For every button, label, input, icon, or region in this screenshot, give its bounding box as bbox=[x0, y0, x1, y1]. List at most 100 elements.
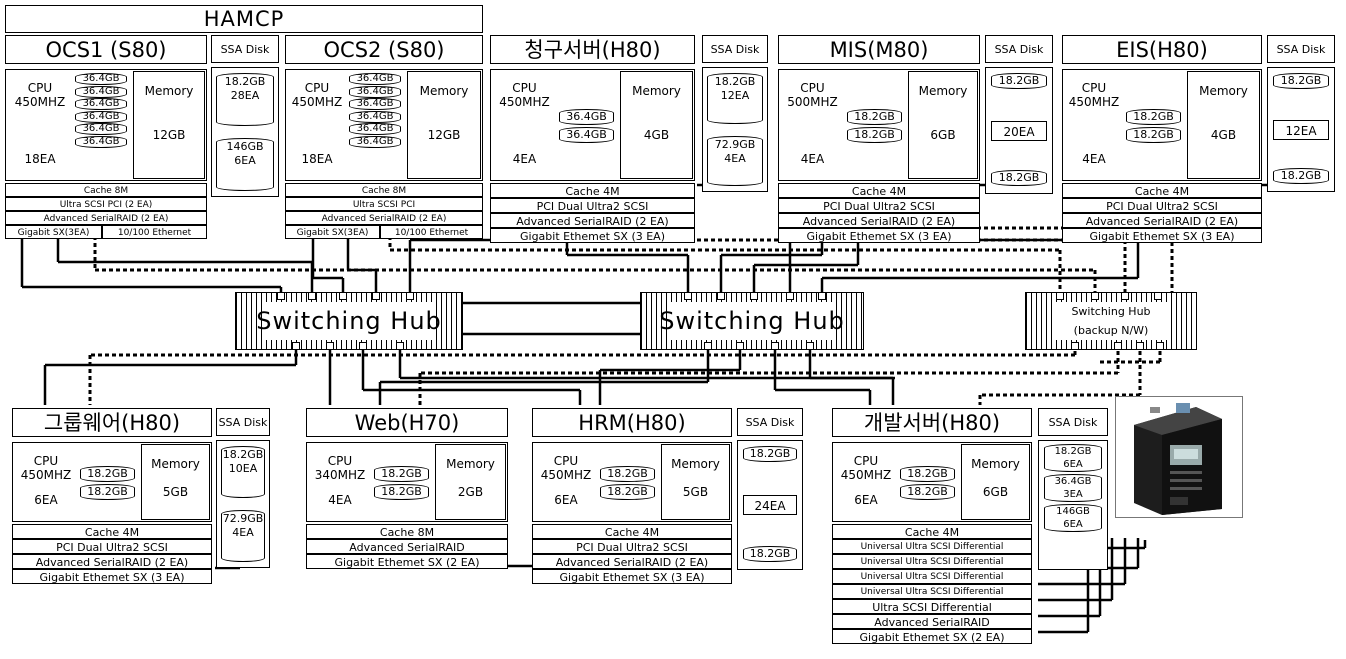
cpu-speed: 450MHZ bbox=[834, 468, 898, 482]
spec-row: Universal Ultra SCSI Differential bbox=[832, 569, 1032, 584]
spec-row: Advanced SerialRAID (2 EA) bbox=[1062, 213, 1262, 228]
cpu-count: 6EA bbox=[14, 492, 78, 508]
internal-disk-label: 18.2GB bbox=[1126, 109, 1181, 125]
server-title: EIS(H80) bbox=[1062, 35, 1262, 64]
ssa-disk-label: SSA Disk bbox=[985, 35, 1053, 63]
spec-row: Cache 4M bbox=[1062, 183, 1262, 198]
spec-row: Advanced SerialRAID (2 EA) bbox=[12, 554, 212, 569]
internal-disk-label: 36.4GB bbox=[75, 136, 127, 148]
internal-disk-label: 36.4GB bbox=[75, 98, 127, 110]
hub-port bbox=[308, 292, 316, 300]
ssa-disk-capacity: 36.4GB bbox=[1044, 475, 1102, 488]
cpu-label: CPU bbox=[14, 454, 78, 468]
hub-port bbox=[786, 292, 794, 300]
spec-row: PCI Dual Ultra2 SCSI bbox=[532, 539, 732, 554]
ssa-disk-capacity: 72.9GB bbox=[221, 512, 265, 526]
hub-label: Switching Hub bbox=[1055, 302, 1167, 321]
ssa-disk-count: 12EA bbox=[707, 89, 763, 103]
ssa-disk-label: SSA Disk bbox=[216, 408, 270, 436]
cpu-label: CPU bbox=[492, 81, 557, 95]
spec-row: 10/100 Ethernet bbox=[380, 225, 483, 239]
ssa-disk-capacity: 18.2GB bbox=[1044, 445, 1102, 458]
hub-port bbox=[717, 292, 725, 300]
spec-row: Cache 8M bbox=[5, 183, 207, 197]
cpu-label: CPU bbox=[780, 81, 845, 95]
ssa-disk-label: SSA Disk bbox=[1038, 408, 1108, 436]
hub-label: (backup N/W) bbox=[1055, 321, 1167, 340]
server-machine-photo bbox=[1115, 396, 1243, 518]
spec-row: Cache 4M bbox=[778, 183, 980, 198]
internal-disk-label: 18.2GB bbox=[847, 109, 902, 125]
memory-label: Memory bbox=[661, 456, 730, 472]
cpu-count: 4EA bbox=[308, 492, 372, 508]
hub-port bbox=[736, 342, 744, 350]
memory-size: 4GB bbox=[620, 127, 693, 143]
hub-port bbox=[1136, 342, 1144, 350]
memory-size: 12GB bbox=[407, 127, 481, 143]
ssa-disk-label: SSA Disk bbox=[211, 35, 279, 63]
spec-row: Gigabit Ethemet SX (3 EA) bbox=[1062, 228, 1262, 243]
cpu-label: CPU bbox=[534, 454, 598, 468]
internal-disk-label: 18.2GB bbox=[900, 484, 955, 500]
ssa-disk-capacity: 18.2GB bbox=[991, 73, 1047, 89]
hub-port bbox=[326, 342, 334, 350]
cpu-label: CPU bbox=[7, 81, 73, 95]
spec-row: Advanced SerialRAID bbox=[306, 539, 508, 554]
internal-disk-label: 36.4GB bbox=[559, 109, 614, 125]
hub-port bbox=[1121, 292, 1129, 300]
cpu-label: CPU bbox=[287, 81, 347, 95]
ssa-disk-capacity: 18.2GB bbox=[221, 448, 265, 462]
memory-label: Memory bbox=[435, 456, 506, 472]
cpu-count: 18EA bbox=[7, 151, 73, 167]
memory-label: Memory bbox=[620, 83, 693, 99]
cpu-count: 4EA bbox=[492, 151, 557, 167]
cpu-speed: 450MHZ bbox=[534, 468, 598, 482]
spec-row: Cache 8M bbox=[306, 524, 508, 539]
ssa-disk-count: 4EA bbox=[221, 526, 265, 540]
spec-row: Cache 4M bbox=[532, 524, 732, 539]
ssa-disk-capacity: 146GB bbox=[216, 140, 274, 154]
spec-row: Advanced SerialRAID (2 EA) bbox=[532, 554, 732, 569]
server-title: HRM(H80) bbox=[532, 408, 732, 437]
spec-row: Ultra SCSI Differential bbox=[832, 599, 1032, 614]
internal-disk-label: 18.2GB bbox=[1126, 127, 1181, 143]
spec-row: 10/100 Ethernet bbox=[102, 225, 207, 239]
spec-row: Gigabit Ethemet SX (3 EA) bbox=[12, 569, 212, 584]
hub-port bbox=[1071, 342, 1079, 350]
memory-size: 6GB bbox=[961, 484, 1030, 500]
internal-disk-label: 18.2GB bbox=[374, 484, 429, 500]
internal-disk-label: 18.2GB bbox=[900, 466, 955, 482]
spec-row: Gigabit Ethemet SX (3 EA) bbox=[778, 228, 980, 243]
spec-row: Advanced SerialRAID (2 EA) bbox=[778, 213, 980, 228]
memory-label: Memory bbox=[908, 83, 978, 99]
spec-row: Universal Ultra SCSI Differential bbox=[832, 554, 1032, 569]
ssa-disk-capacity: 18.2GB bbox=[1273, 168, 1329, 184]
spec-row: Gigabit SX(3EA) bbox=[285, 225, 380, 239]
hub-port bbox=[771, 342, 779, 350]
spec-row: Cache 4M bbox=[832, 524, 1032, 539]
spec-row: Gigabit Ethemet SX (3 EA) bbox=[490, 228, 695, 243]
cpu-speed: 450MHZ bbox=[287, 95, 347, 109]
hub-port bbox=[1091, 292, 1099, 300]
spec-row: Cache 4M bbox=[490, 183, 695, 198]
internal-disk-label: 36.4GB bbox=[559, 127, 614, 143]
ssa-disk-count: 4EA bbox=[707, 152, 763, 166]
cpu-speed: 500MHZ bbox=[780, 95, 845, 109]
server-title: OCS1 (S80) bbox=[5, 35, 207, 64]
ssa-disk-capacity: 18.2GB bbox=[743, 446, 797, 462]
cpu-speed: 340MHZ bbox=[308, 468, 372, 482]
cpu-speed: 450MHZ bbox=[14, 468, 78, 482]
server-title: 개발서버(H80) bbox=[832, 408, 1032, 437]
spec-row: PCI Dual Ultra2 SCSI bbox=[490, 198, 695, 213]
cpu-count: 6EA bbox=[534, 492, 598, 508]
ssa-disk-count: 20EA bbox=[991, 121, 1047, 141]
server-title: 청구서버(H80) bbox=[490, 35, 695, 64]
hub-label: Switching Hub bbox=[235, 292, 463, 350]
hub-port bbox=[1156, 342, 1164, 350]
hub-port bbox=[277, 292, 285, 300]
cpu-speed: 450MHZ bbox=[7, 95, 73, 109]
spec-row: Cache 8M bbox=[285, 183, 483, 197]
ssa-disk-count: 6EA bbox=[1044, 458, 1102, 471]
hamcp-title: HAMCP bbox=[5, 5, 483, 33]
